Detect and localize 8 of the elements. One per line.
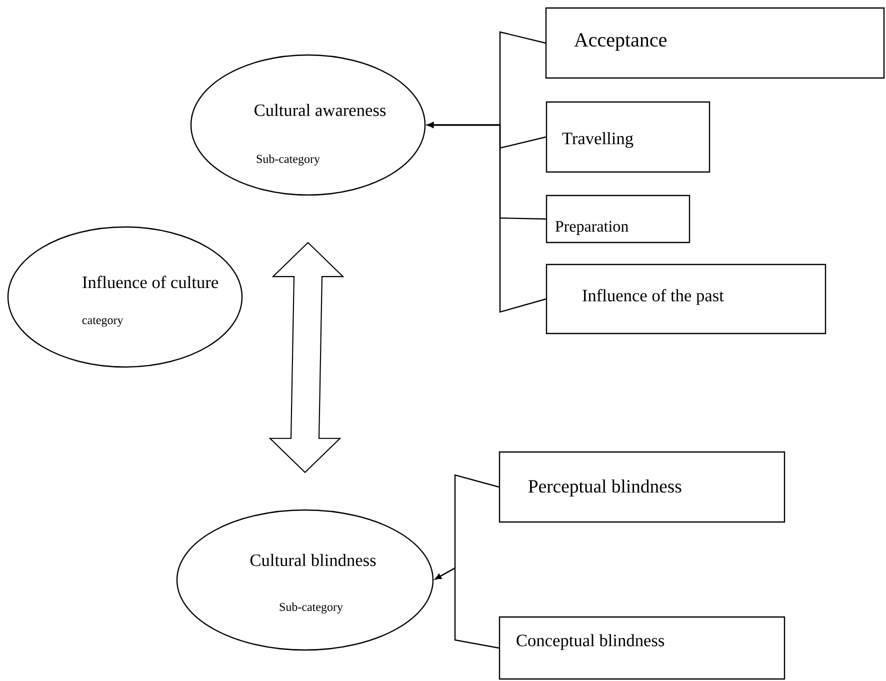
theme-box: Acceptance bbox=[545, 7, 885, 79]
theme-box: Influence of the past bbox=[546, 264, 826, 334]
arrow bbox=[434, 566, 500, 649]
theme-box: Travelling bbox=[546, 101, 710, 173]
theme-box: Conceptual blindness bbox=[498, 616, 786, 680]
arrow bbox=[427, 122, 546, 313]
theme-box: Preparation bbox=[546, 194, 690, 244]
theme-box: Perceptual blindness bbox=[498, 451, 786, 523]
